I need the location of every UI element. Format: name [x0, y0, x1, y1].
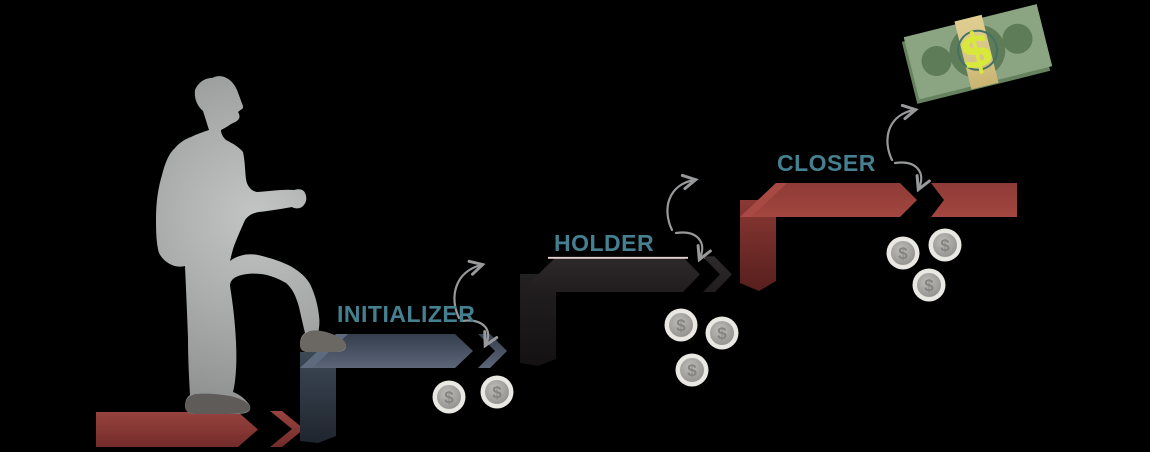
label-closer: CLOSER [777, 150, 876, 176]
curved-arrow-down-3 [893, 161, 921, 188]
dollar-coin-6: $ [886, 236, 920, 270]
man-standing-shoe [185, 393, 250, 414]
holder-chevron [703, 257, 732, 292]
curved-arrow-down-1 [460, 319, 488, 344]
dollar-coin-3: $ [664, 308, 698, 342]
coin-dollar-symbol: $ [444, 388, 454, 407]
man-raised-shoe [300, 330, 346, 352]
curved-arrow-up-2 [666, 180, 694, 232]
curved-arrow-down-2 [674, 231, 702, 258]
dollar-coin-8: $ [912, 268, 946, 302]
holder-riser [520, 274, 556, 366]
coin-dollar-symbol: $ [492, 383, 502, 402]
base-step-chevron [270, 411, 304, 447]
closer-continuation-arrow [931, 183, 1017, 217]
base-step-arrow [96, 412, 258, 447]
coin-dollar-symbol: $ [924, 276, 934, 295]
coin-dollar-symbol: $ [687, 361, 697, 380]
man-silhouette [156, 76, 346, 415]
coin-dollar-symbol: $ [717, 324, 727, 343]
closer-fold-face [740, 183, 787, 217]
initializer-riser [300, 352, 336, 443]
coin-dollar-symbol: $ [676, 316, 686, 335]
dollar-coin-4: $ [705, 316, 739, 350]
coin-dollar-symbol: $ [940, 236, 950, 255]
curved-arrow-up-1 [453, 265, 481, 320]
dollar-coin-5: $ [675, 353, 709, 387]
label-initializer: INITIALIZER [337, 301, 476, 327]
coin-group: $ $ $ $ $ $ $ [432, 228, 962, 414]
coin-dollar-symbol: $ [898, 244, 908, 263]
closer-riser [740, 200, 776, 291]
dollar-coin-7: $ [928, 228, 962, 262]
label-holder: HOLDER [554, 230, 655, 256]
closer-bar [740, 183, 917, 217]
initializer-chevron [478, 334, 507, 368]
dollar-coin-2: $ [480, 375, 514, 409]
dollar-coin-1: $ [432, 380, 466, 414]
curved-arrow-up-3 [886, 110, 914, 162]
holder-bar [520, 257, 700, 292]
